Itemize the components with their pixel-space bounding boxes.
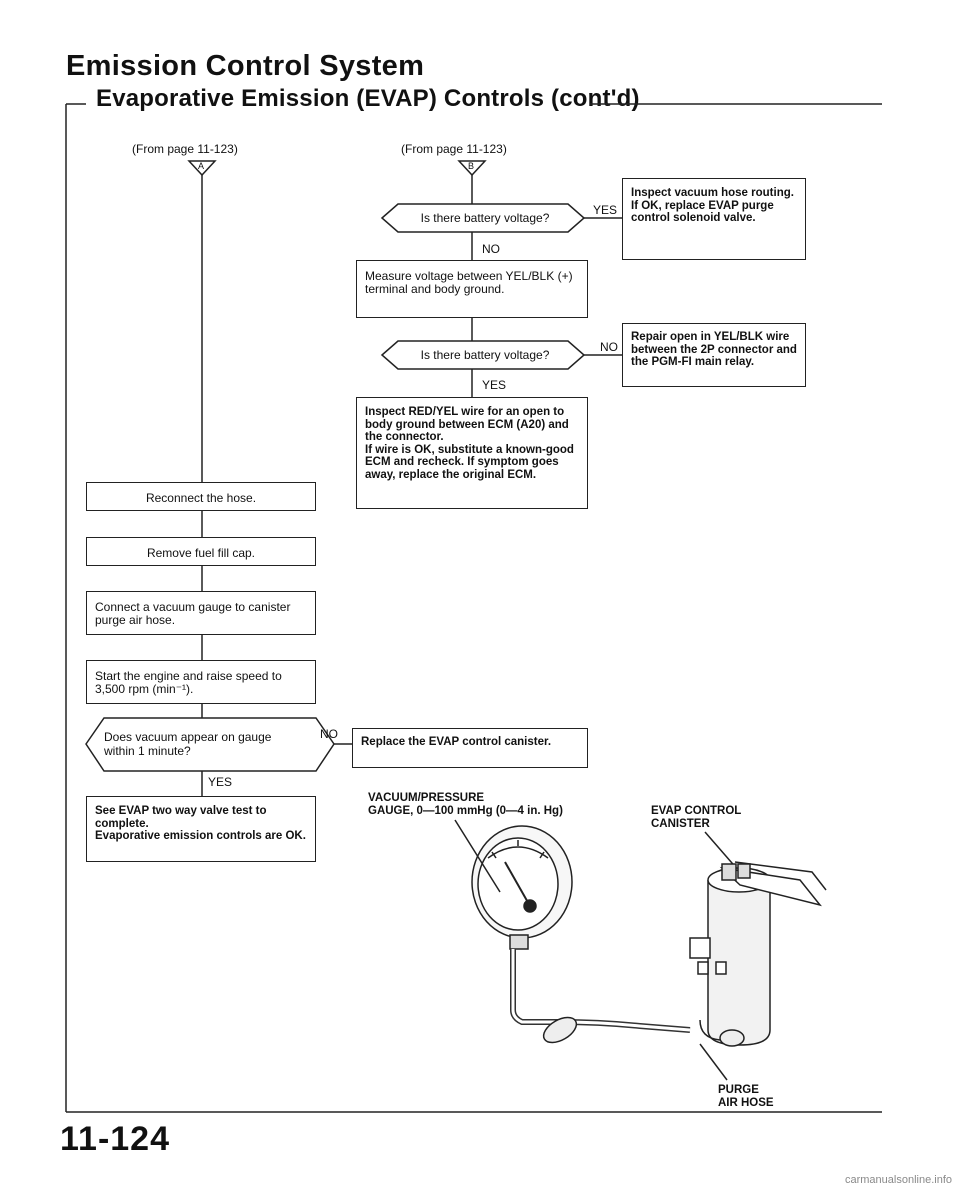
question-battery-1-yes: YES xyxy=(593,203,618,217)
page-number: 11-124 xyxy=(60,1120,170,1158)
vacuum-gauge-illustration xyxy=(471,825,691,1044)
decision-vacuum xyxy=(85,717,335,772)
step-measure-voltage: Measure voltage between YEL/BLK (+) term… xyxy=(356,260,588,318)
connector-triangle-a xyxy=(187,160,217,177)
step-start-engine: Start the engine and raise speed to 3,50… xyxy=(86,660,316,704)
connector-a-label: A xyxy=(198,161,205,171)
connector-triangle-b xyxy=(457,160,487,177)
gauge-caption-line2: GAUGE, 0—100 mmHg (0—4 in. Hg) xyxy=(368,805,563,817)
decision-q1 xyxy=(380,203,586,233)
page-title: Emission Control System xyxy=(66,50,425,82)
evap-canister-illustration xyxy=(689,861,827,1047)
step-connect-gauge: Connect a vacuum gauge to canister purge… xyxy=(86,591,316,635)
step-repair-open-wire: Repair open in YEL/BLK wire between the … xyxy=(622,323,806,387)
canister-caption-line1: EVAP CONTROL xyxy=(651,805,742,817)
decision-q2 xyxy=(380,340,586,370)
question-battery-2-no: NO xyxy=(600,340,618,354)
step-replace-canister: Replace the EVAP control canister. xyxy=(352,728,588,768)
canister-caption-line2: CANISTER xyxy=(651,818,710,830)
question-battery-2-yes: YES xyxy=(482,378,507,392)
hose-caption-line2: AIR HOSE xyxy=(718,1097,774,1109)
question-vacuum: Does vacuum appear on gauge within 1 min… xyxy=(104,730,272,758)
question-vacuum-no: NO xyxy=(320,727,338,741)
question-vacuum-yes: YES xyxy=(208,775,233,789)
gauge-caption-line1: VACUUM/PRESSURE xyxy=(368,792,485,804)
result-controls-ok: See EVAP two way valve test to complete.… xyxy=(86,796,316,862)
footer-watermark: carmanualsonline.info xyxy=(844,1174,952,1186)
question-battery-1: Is there battery voltage? xyxy=(420,211,550,225)
connector-b-label: B xyxy=(468,161,475,171)
section-subtitle: Evaporative Emission (EVAP) Controls (co… xyxy=(96,85,640,112)
right-from-label: (From page 11-123) xyxy=(401,142,507,156)
hose-caption-line1: PURGE xyxy=(718,1084,759,1096)
step-inspect-red-yel-wire: Inspect RED/YEL wire for an open to body… xyxy=(356,397,588,509)
step-inspect-vacuum-hose: Inspect vacuum hose routing. If OK, repl… xyxy=(622,178,806,260)
step-reconnect-hose: Reconnect the hose. xyxy=(86,482,316,511)
step-remove-fuel-cap: Remove fuel fill cap. xyxy=(86,537,316,566)
question-battery-2: Is there battery voltage? xyxy=(420,348,550,362)
question-battery-1-no: NO xyxy=(482,242,500,256)
left-from-label: (From page 11-123) xyxy=(132,142,238,156)
